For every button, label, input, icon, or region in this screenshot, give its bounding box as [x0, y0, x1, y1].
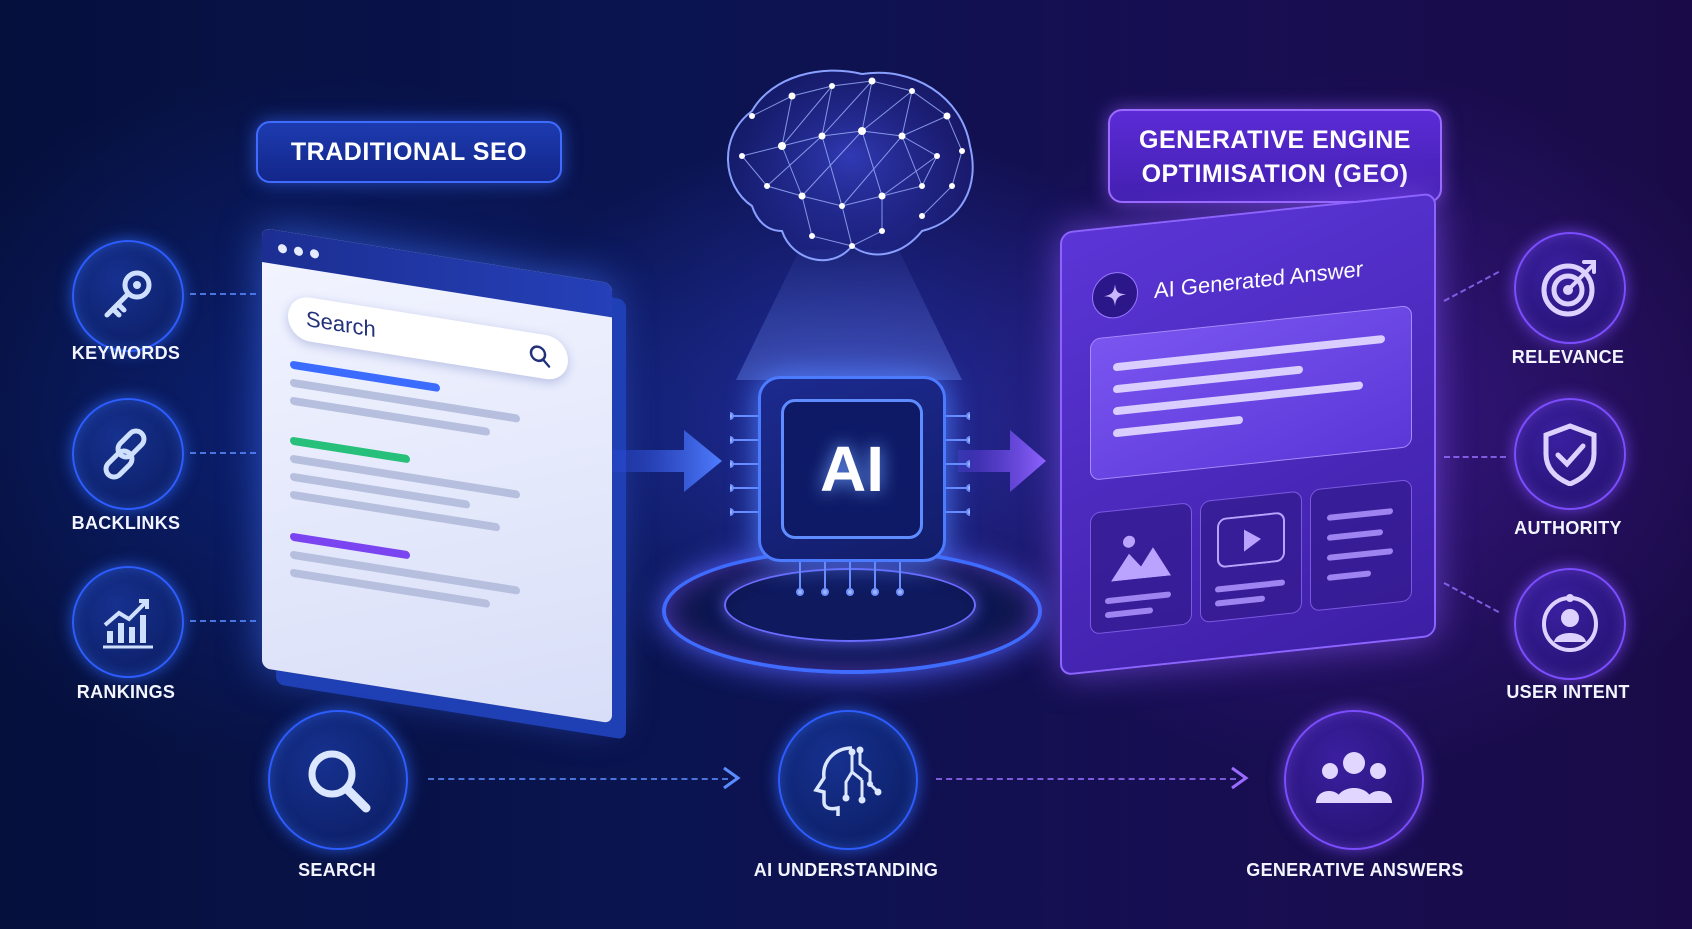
search-input[interactable]: Search: [288, 294, 568, 383]
traditional-seo-title: TRADITIONAL SEO: [256, 121, 562, 183]
text-card: [1310, 479, 1412, 612]
relevance-label: RELEVANCE: [1511, 347, 1625, 367]
keywords-label: KEYWORDS: [71, 343, 181, 363]
geo-title-line1: GENERATIVE ENGINE: [1139, 126, 1411, 154]
image-icon: [1111, 535, 1171, 582]
sparkle-icon: [1104, 284, 1126, 307]
rankings-label: RANKINGS: [76, 682, 176, 702]
play-icon: [1217, 512, 1285, 568]
geo-title: GENERATIVE ENGINE OPTIMISATION (GEO): [1108, 109, 1442, 203]
link-icon: [103, 428, 147, 480]
search-label: SEARCH: [298, 860, 376, 880]
ai-understanding-label: AI UNDERSTANDING: [753, 860, 939, 880]
keywords-circle: [72, 240, 184, 352]
search-icon: [308, 750, 371, 813]
brain-circuit-icon: [813, 746, 882, 816]
generative-answers-circle: [1284, 710, 1424, 850]
image-card: [1090, 502, 1192, 635]
target-icon: [1541, 260, 1596, 317]
authority-circle: [1514, 398, 1626, 510]
search-circle: [268, 710, 408, 850]
chart-growth-icon: [103, 599, 153, 649]
sparkle-badge: [1092, 269, 1138, 321]
brain-network-icon: [727, 69, 974, 262]
user-intent-circle: [1514, 568, 1626, 680]
backlinks-circle: [72, 398, 184, 510]
user-intent-label: USER INTENT: [1506, 682, 1630, 702]
search-icon: [529, 345, 551, 368]
arrow-right-icon: [958, 430, 1046, 492]
chevron-right-icon: [1231, 766, 1249, 790]
chip-pins-icon: [730, 412, 970, 596]
search-placeholder: Search: [306, 305, 376, 343]
shield-check-icon: [1543, 423, 1597, 486]
ai-answer-panel: AI Generated Answer: [1060, 192, 1436, 676]
relevance-circle: [1514, 232, 1626, 344]
chevron-right-icon: [723, 766, 741, 790]
ai-understanding-circle: [778, 710, 918, 850]
ai-chip-label: AI: [781, 399, 923, 539]
geo-title-line2: OPTIMISATION (GEO): [1141, 160, 1409, 188]
rankings-circle: [72, 566, 184, 678]
arrow-right-icon: [612, 430, 722, 492]
search-results-window: Search: [262, 228, 612, 724]
video-card: [1200, 490, 1302, 624]
ai-chip: AI: [758, 376, 946, 562]
answer-text-block: [1090, 305, 1412, 481]
user-icon: [1542, 594, 1598, 652]
backlinks-label: BACKLINKS: [71, 513, 181, 533]
ai-answer-title: AI Generated Answer: [1154, 256, 1364, 304]
key-icon: [104, 270, 152, 318]
generative-answers-label: GENERATIVE ANSWERS: [1246, 860, 1464, 880]
authority-label: AUTHORITY: [1514, 518, 1622, 538]
ai-answer-header: AI Generated Answer: [1092, 246, 1364, 321]
users-icon: [1316, 752, 1392, 803]
